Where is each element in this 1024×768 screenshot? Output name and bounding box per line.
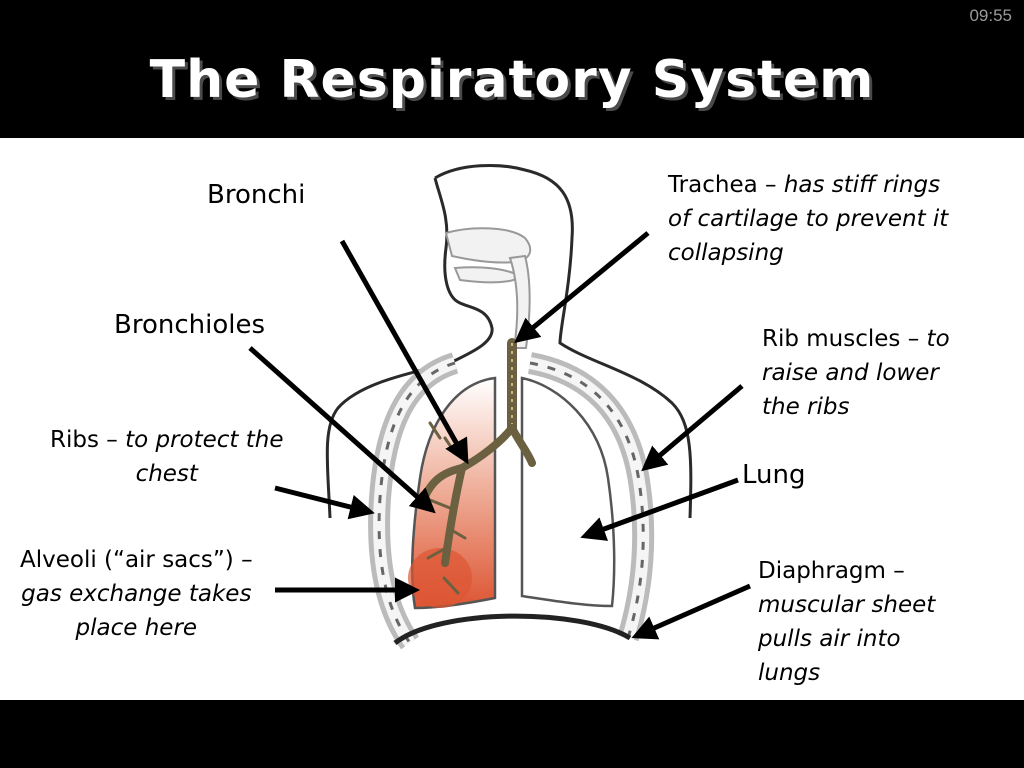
label-bronchioles: Bronchioles — [114, 310, 266, 340]
ribs-desc-1: to protect the — [125, 427, 284, 453]
respiratory-diagram — [248, 163, 752, 650]
arrow-rib-muscles — [641, 384, 744, 472]
clock-text: 09:55 — [969, 6, 1012, 25]
nasal-cavity — [444, 227, 532, 349]
rib-muscles-desc-2: raise and lower — [762, 360, 939, 386]
rib-muscles-desc-1: to — [926, 326, 950, 352]
label-alveoli: Alveoli (“air sacs”) – gas exchange take… — [20, 543, 253, 645]
ribcage — [368, 352, 655, 650]
slide-title: The Respiratory System — [149, 50, 875, 110]
arrow-bronchioles — [248, 346, 436, 514]
arrow-lung — [580, 477, 739, 541]
trachea-desc-1: has stiff rings — [783, 172, 941, 198]
ribs-name: Ribs – — [50, 427, 118, 453]
diaphragm-desc-3: lungs — [758, 660, 821, 686]
label-rib-muscles: Rib muscles – to raise and lower the rib… — [762, 322, 950, 424]
right-lung — [520, 376, 616, 608]
diaphragm — [393, 613, 632, 645]
arrow-ribs — [274, 485, 375, 520]
arrow-bronchi — [339, 239, 469, 465]
alveoli-desc-2: place here — [75, 615, 198, 641]
rib-muscles-name: Rib muscles – — [762, 326, 920, 352]
alveoli-desc-1: gas exchange takes — [21, 581, 252, 607]
label-ribs: Ribs – to protect the chest — [50, 423, 284, 491]
label-trachea: Trachea – has stiff rings of cartilage t… — [668, 168, 948, 270]
pointer-arrows — [248, 231, 752, 640]
diagram-panel: Bronchi Bronchioles Trachea – has stiff … — [0, 138, 1024, 700]
diaphragm-name: Diaphragm – — [758, 558, 905, 584]
body-outline — [325, 163, 693, 519]
trachea-desc-3: collapsing — [668, 240, 784, 266]
trachea-desc-2: of cartilage to prevent it — [668, 206, 949, 232]
label-bronchi: Bronchi — [207, 180, 306, 210]
arrow-diaphragm — [631, 583, 752, 640]
arrow-trachea — [514, 231, 650, 344]
label-diaphragm: Diaphragm – muscular sheet pulls air int… — [758, 554, 935, 690]
trachea-name: Trachea – — [668, 172, 777, 198]
diaphragm-desc-2: pulls air into — [758, 626, 901, 652]
alveoli-region — [408, 548, 472, 608]
diaphragm-desc-1: muscular sheet — [758, 592, 936, 618]
rib-muscles-desc-3: the ribs — [762, 394, 850, 420]
alveoli-name: Alveoli (“air sacs”) – — [20, 547, 253, 573]
label-lung: Lung — [742, 460, 806, 490]
ribs-desc-2: chest — [135, 461, 198, 487]
